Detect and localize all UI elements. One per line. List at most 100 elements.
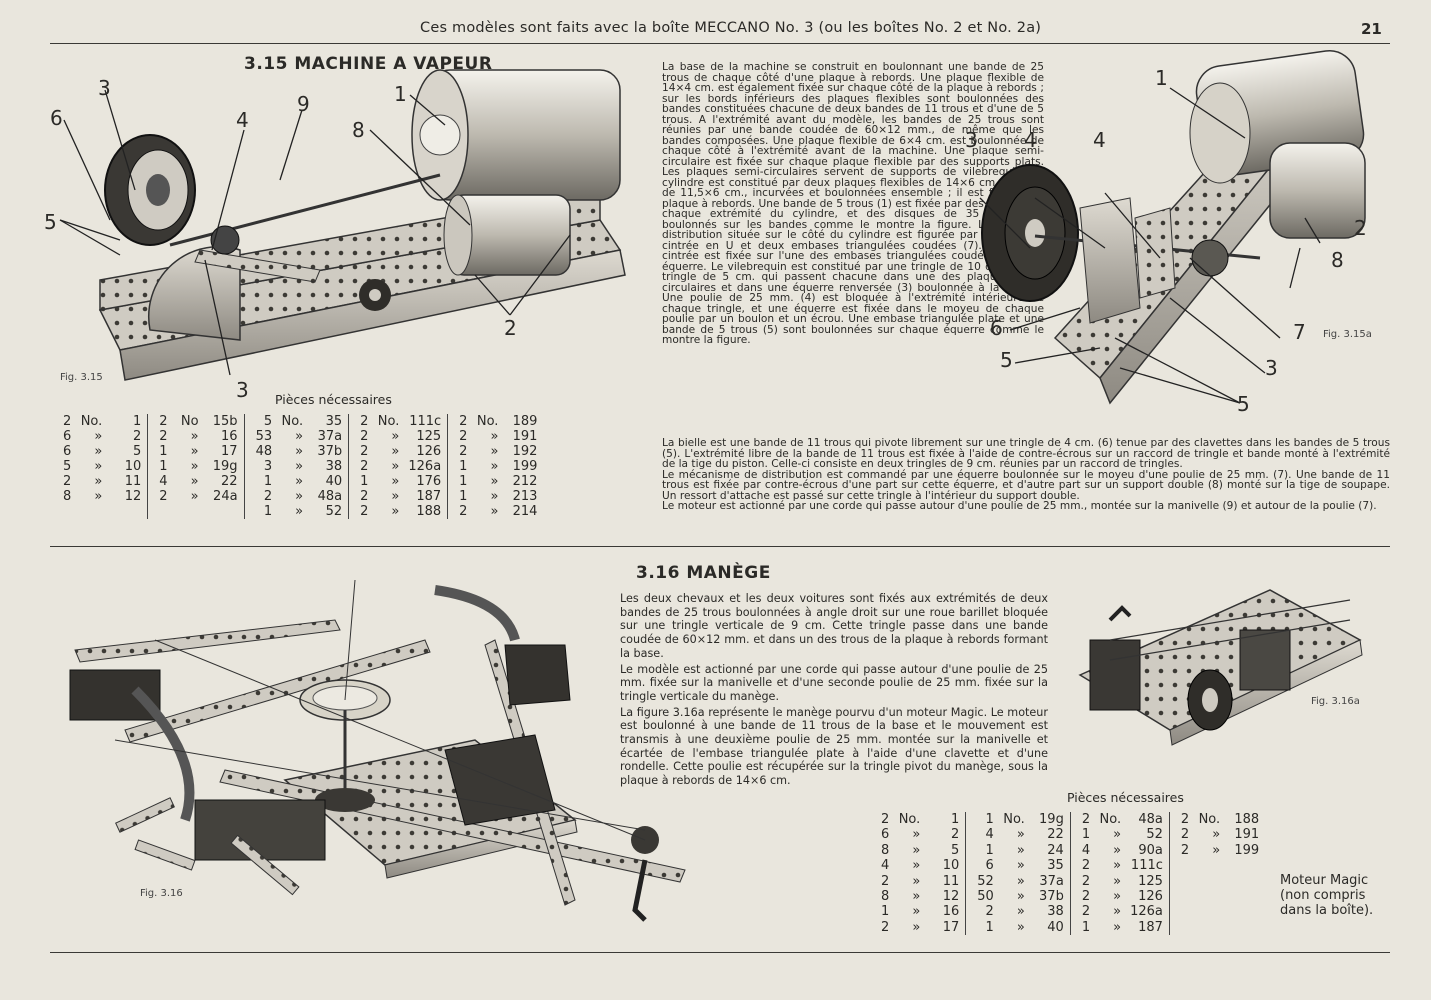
callout-alt-3-top: 3 bbox=[965, 128, 978, 152]
steam-parts-column-separator bbox=[447, 489, 448, 504]
carousel-parts-part-number: 1 bbox=[951, 812, 960, 827]
steam-parts-part-number: 111c bbox=[409, 414, 442, 429]
steam-parts-quantity: 8 bbox=[63, 489, 72, 504]
carousel-parts-quantity: 1 bbox=[1081, 827, 1091, 843]
steam-parts-part-number: 10 bbox=[124, 459, 142, 474]
carousel-parts-column-gap bbox=[966, 904, 975, 919]
parts-heading-carousel: Pièces nécessaires bbox=[1067, 790, 1184, 805]
carousel-parts-no-marker: No. bbox=[1099, 812, 1122, 827]
carousel-parts-part-number: 52 bbox=[1146, 827, 1163, 843]
carousel-paragraph-1: Les deux chevaux et les deux voitures so… bbox=[620, 592, 1048, 660]
carousel-parts-part-number: 40 bbox=[1047, 919, 1064, 935]
steam-engine-description: La base de la machine se construit en bo… bbox=[662, 62, 1044, 346]
steam-engine-illustration bbox=[59, 69, 626, 381]
carousel-parts-no-marker: » bbox=[912, 827, 921, 843]
steam-parts-no-marker: » bbox=[391, 504, 400, 519]
section-title-steam-engine: 3.15 MACHINE A VAPEUR bbox=[244, 54, 493, 74]
steam-parts-part-number: 188 bbox=[416, 504, 442, 519]
steam-parts-column-gap bbox=[244, 504, 253, 519]
carousel-illustration bbox=[69, 579, 686, 922]
description-paragraph-connecting-rod: La bielle est une bande de 11 trous qui … bbox=[662, 437, 1390, 470]
steam-parts-no-marker: No bbox=[180, 414, 199, 429]
steam-parts-column-separator bbox=[447, 504, 448, 519]
carousel-parts-no-marker: » bbox=[912, 904, 921, 920]
steam-parts-part-number: 40 bbox=[325, 474, 343, 489]
carousel-parts-column-separator bbox=[1168, 827, 1170, 843]
carousel-parts-quantity: 2 bbox=[881, 873, 890, 889]
carousel-parts-no-marker: No. bbox=[1198, 812, 1221, 827]
steam-parts-quantity: 1 bbox=[159, 444, 168, 459]
carousel-parts-no-marker: » bbox=[1016, 827, 1025, 843]
figure-label-3-15: Fig. 3.15 bbox=[60, 372, 103, 383]
carousel-parts-no-marker: » bbox=[1016, 873, 1025, 889]
carousel-parts-column-separator bbox=[965, 889, 967, 905]
steam-parts-column-gap bbox=[148, 429, 157, 444]
carousel-parts-column-separator bbox=[1168, 919, 1170, 936]
carousel-parts-part-number: 16 bbox=[942, 904, 960, 920]
carousel-parts-quantity: 4 bbox=[881, 858, 890, 874]
steam-parts-part-number: 38 bbox=[325, 459, 343, 474]
carousel-parts-column-separator bbox=[1069, 812, 1071, 828]
steam-parts-column-separator bbox=[447, 474, 448, 489]
steam-parts-quantity: 2 bbox=[360, 459, 369, 474]
steam-parts-quantity: 5 bbox=[263, 414, 273, 429]
callout-alt-7: 7 bbox=[1293, 320, 1306, 344]
steam-parts-quantity: 5 bbox=[63, 459, 72, 474]
steam-parts-column-gap bbox=[448, 474, 457, 489]
steam-parts-part-number: 52 bbox=[325, 504, 343, 519]
carousel-parts-quantity: 1 bbox=[985, 812, 994, 827]
steam-parts-part-number: 22 bbox=[221, 474, 238, 489]
steam-parts-part-number: 37b bbox=[317, 444, 343, 459]
steam-parts-column-gap bbox=[448, 459, 457, 474]
carousel-parts-part-number: 5 bbox=[951, 842, 960, 858]
carousel-paragraph-3: La figure 3.16a représente le manège pou… bbox=[620, 705, 1048, 788]
carousel-parts-column-separator bbox=[1168, 812, 1170, 828]
steam-parts-column-separator bbox=[348, 459, 349, 474]
carousel-parts-no-marker: » bbox=[1113, 889, 1122, 905]
carousel-parts-column-separator bbox=[965, 904, 967, 920]
carousel-parts-part-number: 37b bbox=[1039, 889, 1064, 905]
steam-parts-column-separator bbox=[147, 429, 149, 444]
steam-parts-no-marker: » bbox=[190, 444, 199, 459]
steam-parts-part-number: 5 bbox=[133, 444, 142, 459]
carousel-parts-quantity: 2 bbox=[1081, 873, 1091, 889]
steam-parts-no-marker: » bbox=[190, 489, 199, 504]
carousel-parts-column-gap bbox=[1070, 874, 1079, 889]
steam-parts-quantity: 1 bbox=[459, 459, 468, 474]
figure-label-3-15a: Fig. 3.15a bbox=[1323, 329, 1372, 340]
steam-parts-column-gap bbox=[349, 429, 358, 444]
steam-parts-part-number: 126a bbox=[408, 459, 442, 474]
steam-parts-no-marker: » bbox=[190, 429, 199, 444]
steam-parts-no-marker: » bbox=[490, 504, 499, 519]
steam-parts-no-marker: » bbox=[295, 474, 304, 489]
steam-parts-part-number: 125 bbox=[416, 429, 442, 444]
carousel-parts-column-separator bbox=[965, 873, 967, 890]
steam-parts-no-marker: » bbox=[94, 444, 103, 459]
carousel-parts-no-marker: » bbox=[1113, 858, 1122, 874]
carousel-parts-part-number: 10 bbox=[942, 858, 960, 874]
callout-2: 2 bbox=[504, 316, 517, 340]
carousel-parts-part-number: 22 bbox=[1047, 827, 1064, 843]
carousel-parts-no-marker: » bbox=[1016, 842, 1025, 858]
carousel-motor-illustration bbox=[1078, 589, 1363, 746]
section-divider bbox=[50, 546, 1390, 547]
carousel-parts-quantity: 1 bbox=[985, 842, 994, 858]
steam-parts-part-number: 16 bbox=[221, 429, 238, 444]
carousel-parts-part-number: 111c bbox=[1130, 858, 1163, 874]
steam-parts-no-marker: No. bbox=[476, 414, 499, 429]
steam-parts-part-number: 37a bbox=[317, 429, 343, 444]
steam-parts-part-number: 2 bbox=[133, 429, 142, 444]
steam-parts-no-marker: » bbox=[391, 429, 400, 444]
page-header-title: Ces modèles sont faits avec la boîte MEC… bbox=[420, 20, 1042, 36]
steam-parts-part-number: 1 bbox=[133, 414, 142, 429]
steam-parts-no-marker: » bbox=[190, 459, 199, 474]
steam-parts-part-number: 213 bbox=[512, 489, 538, 504]
carousel-parts-quantity: 8 bbox=[881, 842, 890, 858]
steam-parts-quantity: 2 bbox=[459, 504, 468, 519]
steam-parts-column-separator bbox=[447, 414, 448, 429]
carousel-parts-column-separator bbox=[965, 827, 967, 843]
